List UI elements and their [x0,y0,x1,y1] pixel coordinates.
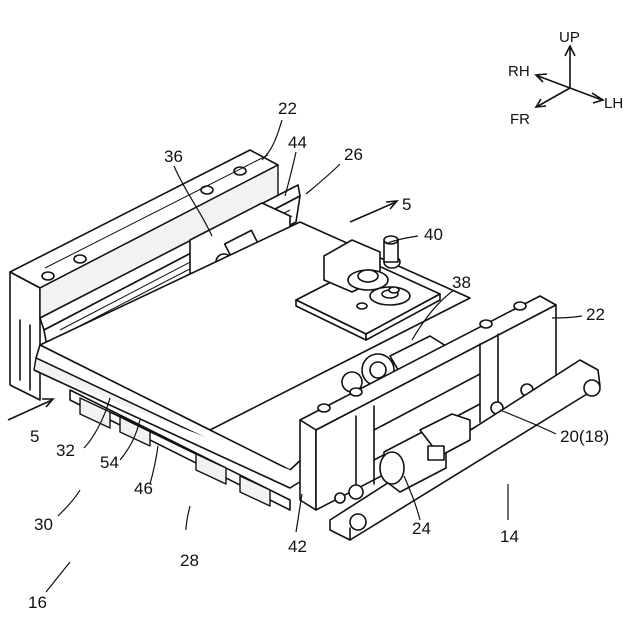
ref-14: 14 [500,527,519,546]
ref-28: 28 [180,551,199,570]
section-arrow-lower [8,399,53,420]
ref-32: 32 [56,441,75,460]
ref-40: 40 [424,225,443,244]
ref-46: 46 [134,479,153,498]
ref-20-18: 20(18) [560,427,609,446]
ref-54: 54 [100,453,119,472]
fr-label: FR [510,111,530,128]
ref-22-top: 22 [278,99,297,118]
orientation-indicator: UP RH LH FR [508,29,623,128]
ref-16: 16 [28,593,47,612]
ref-36: 36 [164,147,183,166]
ref-30: 30 [34,515,53,534]
section-arrow-upper [350,201,397,222]
ref-38: 38 [452,273,471,292]
ref-44: 44 [288,133,307,152]
ref-26: 26 [344,145,363,164]
up-label: UP [559,29,580,46]
ref-42: 42 [288,537,307,556]
ref-24: 24 [412,519,431,538]
ref-22-right: 22 [586,305,605,324]
rh-label: RH [508,63,530,80]
ref-5-upper: 5 [402,195,411,214]
ref-5-lower: 5 [30,427,39,446]
lh-label: LH [604,95,623,112]
